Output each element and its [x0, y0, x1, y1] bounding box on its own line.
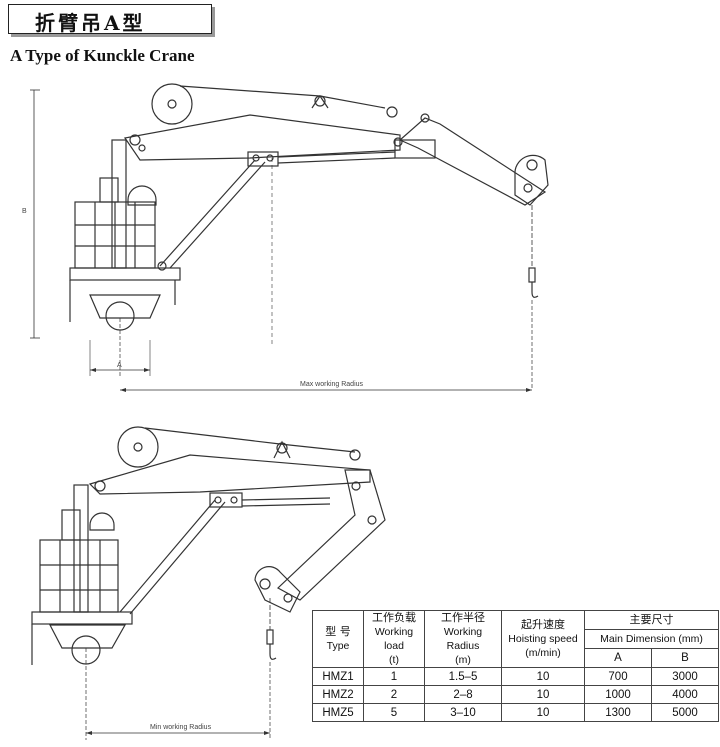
max-radius-label: Max working Radius [300, 381, 364, 388]
header-working-radius: 工作半径 Working Radius (m) [424, 610, 502, 668]
table-row: HMZ1 1 1.5–5 10 700 3000 [312, 667, 719, 686]
specification-table: 型 号 Type 工作负载 Working load (t) 工作半径 Work… [312, 610, 719, 722]
table-row: HMZ5 5 3–10 10 1300 5000 [312, 703, 719, 722]
header-main-dimension-en: Main Dimension (mm) [584, 629, 719, 649]
header-hoisting-speed: 起升速度 Hoisting speed (m/min) [501, 610, 585, 668]
table-row: HMZ2 2 2–8 10 1000 4000 [312, 685, 719, 704]
min-radius-label: Min working Radius [150, 724, 212, 731]
table-header-row: 型 号 Type 工作负载 Working load (t) 工作半径 Work… [312, 610, 719, 668]
header-working-load: 工作负载 Working load (t) [363, 610, 425, 668]
dimension-a-label: A [117, 362, 122, 369]
header-main-dimension-cn: 主要尺寸 [584, 610, 719, 630]
header-col-a: A [584, 648, 652, 668]
folded-crane-drawing [31, 426, 386, 740]
dimension-b-label: B [22, 208, 27, 215]
title-box: 折臂吊A型 [8, 4, 212, 35]
title-english: A Type of Kunckle Crane [10, 46, 195, 65]
header-col-b: B [651, 648, 719, 668]
title-chinese: 折臂吊A型 [35, 11, 146, 35]
extended-crane-drawing [30, 83, 549, 392]
header-type: 型 号 Type [312, 610, 364, 668]
